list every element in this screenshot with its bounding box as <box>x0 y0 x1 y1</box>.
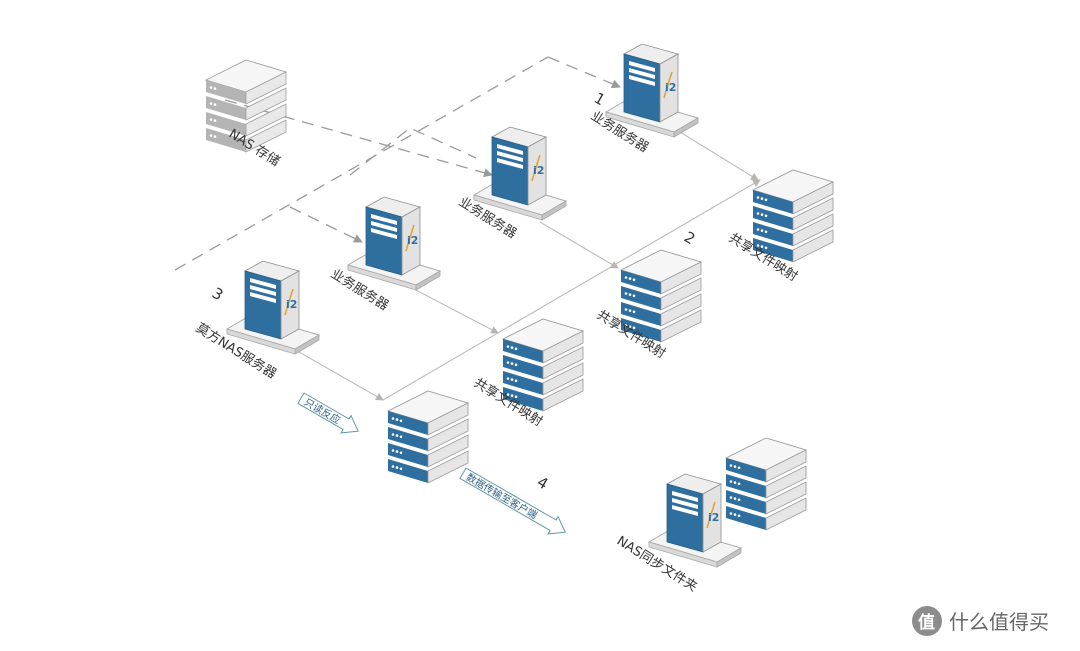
callout-feedback: 只读反应 <box>297 392 359 434</box>
callout-transfer-text: 数据传输至客户端 <box>464 471 540 522</box>
business-server-2 <box>473 126 567 221</box>
step-number-1: 1 <box>591 89 608 109</box>
business-server-3 <box>347 196 441 291</box>
watermark: 值 什么值得买 <box>912 606 1049 636</box>
zhi-logo-icon: 值 <box>912 606 942 636</box>
watermark-text: 什么值得买 <box>949 610 1049 634</box>
step-number-3: 3 <box>209 284 226 304</box>
nas-sync-rack <box>725 437 807 531</box>
shared-file-map-1 <box>752 169 834 263</box>
solid-links <box>291 131 761 401</box>
nas-sync-server <box>648 473 742 568</box>
callout-feedback-text: 只读反应 <box>302 396 343 427</box>
step-number-2: 2 <box>681 228 698 248</box>
client-rack-server <box>387 390 469 484</box>
step-number-4: 4 <box>534 473 551 493</box>
callout-transfer: 数据传输至客户端 <box>459 467 566 535</box>
moofang-nas-server <box>226 260 320 355</box>
svg-text:值: 值 <box>918 612 935 633</box>
